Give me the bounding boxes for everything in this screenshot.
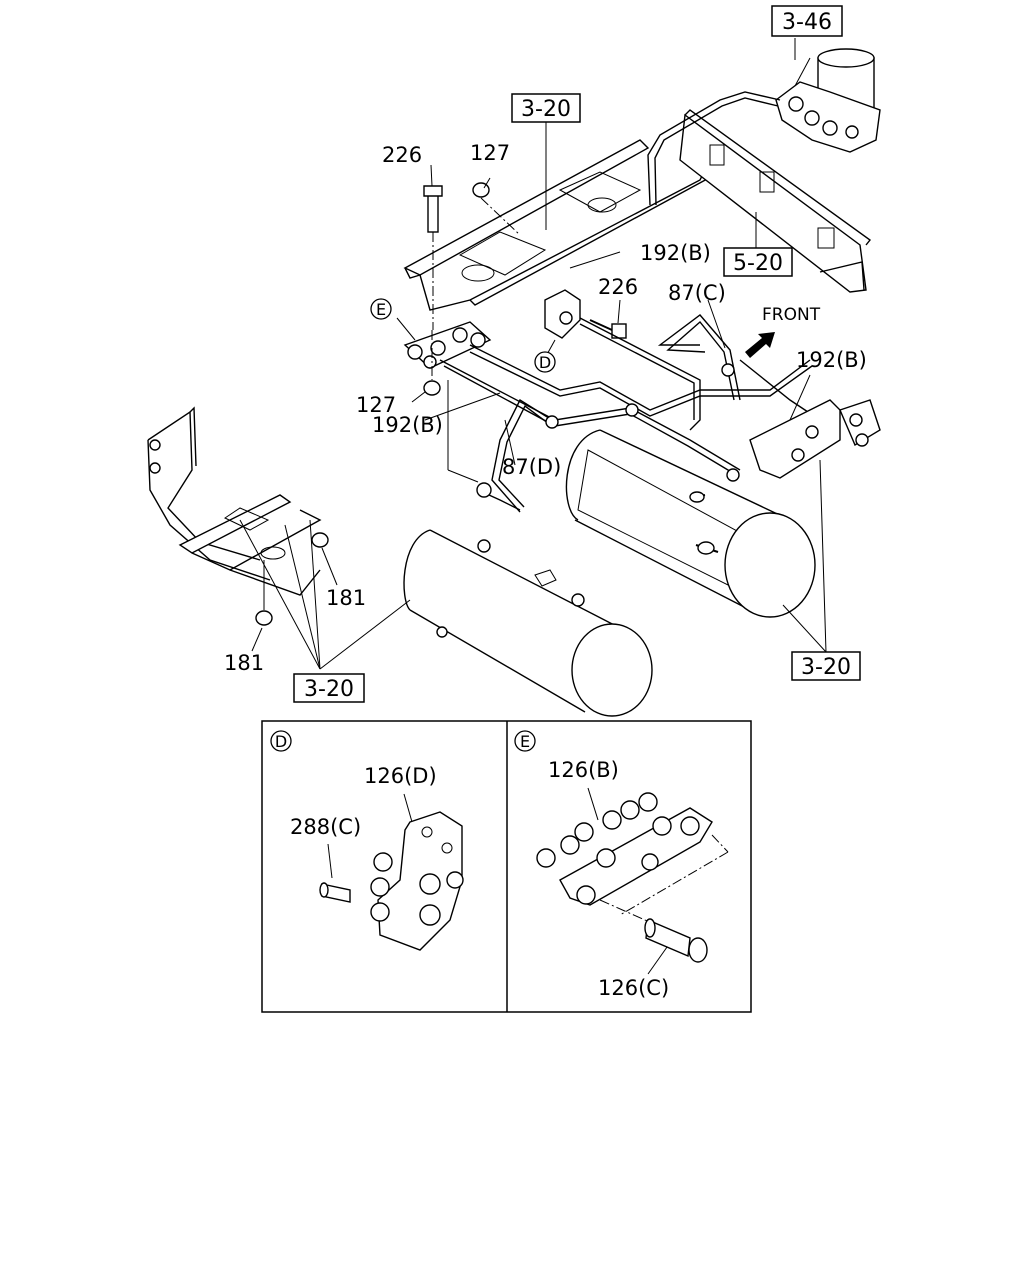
detail-insets	[261, 720, 752, 1013]
ref-3-20-left-text: 3-20	[304, 677, 354, 702]
label-126b: 126(B)	[548, 758, 619, 782]
air-tank-large	[565, 429, 816, 618]
callout-e-text: E	[376, 300, 386, 319]
upper-frame	[403, 91, 872, 311]
manifold-valve-e	[403, 321, 492, 369]
callout-d-text: D	[539, 353, 551, 372]
label-87d: 87(D)	[502, 455, 561, 479]
ref-box-3-20-top: 3-20	[511, 93, 581, 123]
label-126d: 126(D)	[364, 764, 437, 788]
left-frame	[147, 406, 329, 626]
bolt-226-top	[423, 185, 443, 330]
front-label: FRONT	[762, 305, 821, 325]
label-226-top: 226	[382, 143, 422, 167]
ref-3-46-text: 3-46	[782, 10, 832, 35]
ref-box-3-20-right: 3-20	[791, 651, 861, 681]
label-192b-right: 192(B)	[796, 348, 867, 372]
ref-box-3-46: 3-46	[771, 5, 843, 37]
callout-e: E	[370, 298, 392, 320]
ref-box-3-20-left: 3-20	[293, 673, 365, 703]
label-181-right: 181	[326, 586, 366, 610]
ref-3-20-right-text: 3-20	[801, 655, 851, 680]
ref-5-20-text: 5-20	[733, 251, 783, 276]
label-127-left: 127	[356, 393, 396, 417]
front-arrow	[745, 332, 775, 358]
inset-e-callout-text: E	[520, 732, 530, 751]
ref-3-20-top-text: 3-20	[521, 97, 571, 122]
label-288c: 288(C)	[290, 815, 361, 839]
nut-127-left	[423, 330, 441, 396]
callout-d: D	[534, 351, 556, 373]
ref-box-5-20: 5-20	[723, 247, 793, 277]
label-192b-left: 192(B)	[372, 413, 443, 437]
air-tank-small	[403, 529, 653, 717]
air-dryer	[775, 48, 881, 153]
label-192b-top: 192(B)	[640, 241, 711, 265]
inset-d-callout-text: D	[275, 732, 287, 751]
label-87c: 87(C)	[668, 281, 726, 305]
bolt-226-mid	[589, 319, 627, 339]
leader-lines	[239, 38, 827, 670]
label-126c: 126(C)	[598, 976, 669, 1000]
bracket-d	[544, 289, 581, 359]
pipe-network	[439, 314, 821, 513]
label-181-left: 181	[224, 651, 264, 675]
inset-d: D 126(D) 288(C)	[270, 730, 464, 951]
label-127-top: 127	[470, 141, 510, 165]
label-226-mid: 226	[598, 275, 638, 299]
right-valve-bracket	[749, 399, 881, 479]
inset-e: E 126(B) 126(C)	[514, 730, 729, 1000]
